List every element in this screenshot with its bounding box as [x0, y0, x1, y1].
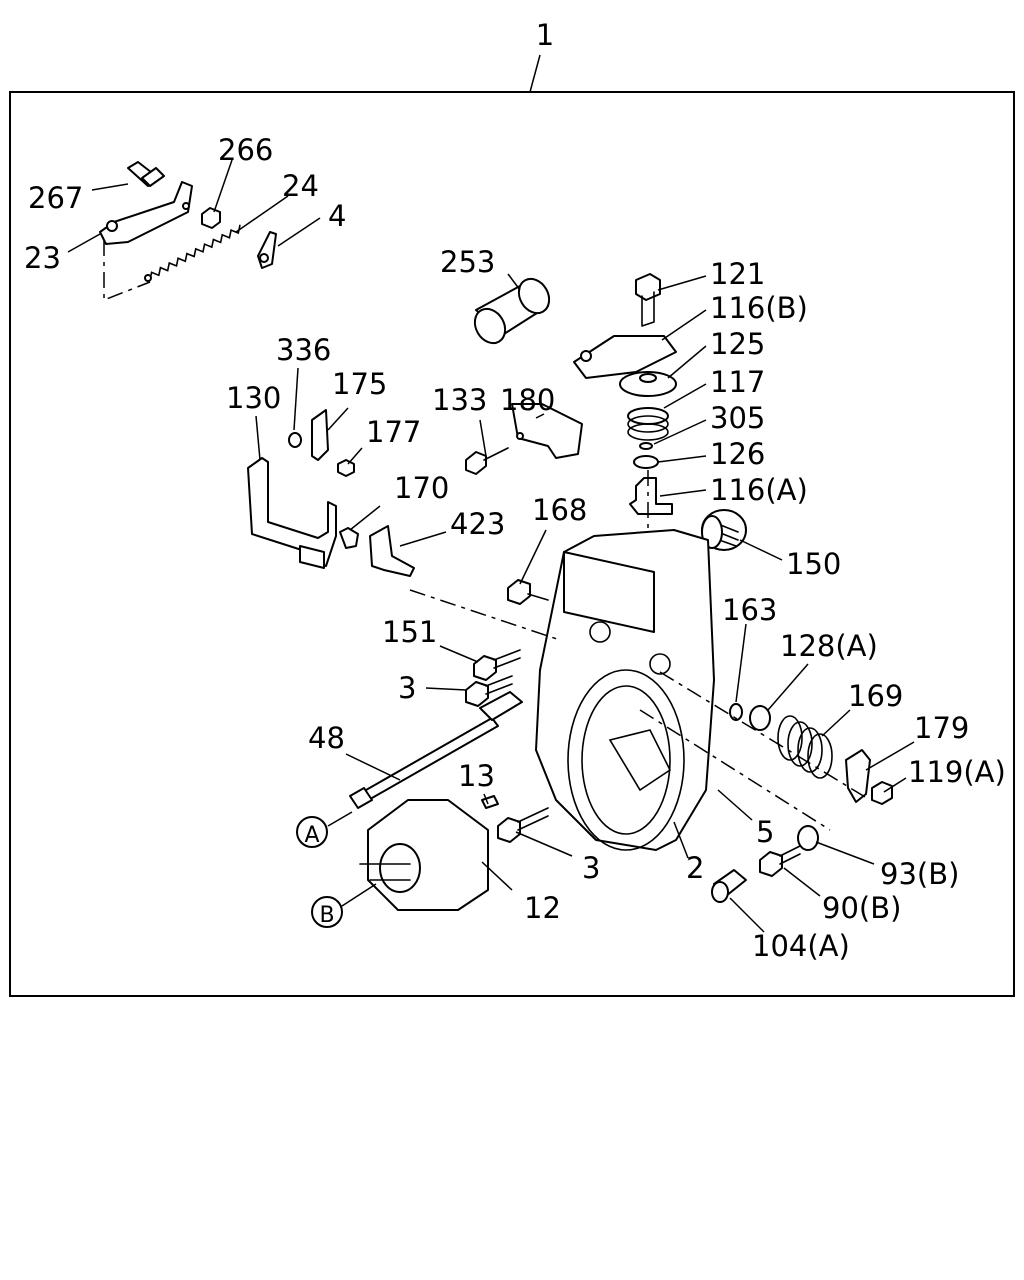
callout-150: 150 [786, 547, 841, 581]
bracket-group [247, 409, 415, 577]
callout-177: 177 [366, 415, 421, 449]
nut-266-part [201, 207, 221, 229]
clip-4-part [257, 231, 277, 269]
callout-163: 163 [722, 593, 777, 627]
linkage-group [99, 161, 277, 302]
marker-a-circle [296, 816, 328, 848]
callout-116b: 116(B) [710, 291, 808, 325]
callout-168: 168 [532, 493, 587, 527]
callout-130: 130 [226, 381, 281, 415]
callout-24: 24 [282, 169, 319, 203]
nut-119a-part [871, 781, 893, 805]
assembly-leader [529, 54, 541, 93]
bolt-90b-part [759, 851, 783, 877]
callout-305: 305 [710, 401, 765, 435]
callout-128a: 128(A) [780, 629, 878, 663]
plate-180-part [511, 403, 583, 459]
callout-12: 12 [524, 891, 561, 925]
washer-128a-part [749, 705, 771, 731]
disc-125-part [619, 371, 677, 397]
shaft-116a-part [629, 477, 673, 515]
callout-175: 175 [332, 367, 387, 401]
callout-180: 180 [500, 383, 555, 417]
callout-336: 336 [276, 333, 331, 367]
callout-121: 121 [710, 257, 765, 291]
callout-119a: 119(A) [908, 755, 1006, 789]
bolt-3a-part [465, 681, 489, 707]
governor-housing [535, 529, 715, 851]
bolt-group-151-3 [409, 589, 561, 707]
bolt-168-part [507, 579, 549, 605]
callout-5: 5 [756, 815, 774, 849]
spring-169-part [777, 715, 833, 779]
callout-253: 253 [440, 245, 495, 279]
lever-116b-part [573, 335, 677, 379]
callout-267: 267 [28, 181, 83, 215]
nut-177-part [337, 459, 355, 477]
callout-117: 117 [710, 365, 765, 399]
callout-4: 4 [328, 199, 346, 233]
governor-stack [573, 273, 677, 720]
washer-126-part [633, 455, 659, 469]
diagram-frame [9, 91, 1015, 997]
callout-90b: 90(B) [822, 891, 901, 925]
callout-151: 151 [382, 615, 437, 649]
callout-133: 133 [432, 383, 487, 417]
callout-3b: 3 [582, 851, 600, 885]
spring-170-part [339, 527, 359, 549]
callout-labels: 267 266 24 4 23 253 121 116(B) 125 117 3… [24, 133, 1006, 963]
plate-175-part [311, 409, 329, 461]
callout-125: 125 [710, 327, 765, 361]
callout-266: 266 [218, 133, 273, 167]
sleeve-253-part [473, 277, 551, 345]
bolt-3b-part [497, 807, 549, 843]
marker-b-label: B [319, 903, 334, 928]
callout-3a: 3 [398, 671, 416, 705]
callout-116a: 116(A) [710, 473, 808, 507]
cover-5-part [563, 551, 655, 633]
key-13-part [481, 795, 499, 809]
shaft-48-part [349, 691, 523, 809]
leader-lines [67, 159, 915, 933]
lever-23-part [99, 181, 193, 245]
bolt-151-part [473, 655, 497, 681]
ring-163-part [729, 703, 743, 721]
fitting-group [639, 709, 831, 903]
marker-a-label: A [304, 823, 319, 848]
marker-b-circle [311, 896, 343, 928]
callout-48: 48 [308, 721, 345, 755]
callout-423: 423 [450, 507, 505, 541]
callout-13: 13 [458, 759, 495, 793]
washer-93b-part [797, 825, 819, 851]
plate-179-part [845, 749, 871, 803]
spring-group [659, 671, 893, 805]
callout-2: 2 [686, 851, 704, 885]
callout-179: 179 [914, 711, 969, 745]
washer-336-part [288, 432, 302, 448]
ring-305-part [639, 442, 653, 450]
plate-group [465, 403, 583, 475]
weight-12-part [359, 799, 489, 911]
spring-24-part [149, 224, 241, 281]
callout-170: 170 [394, 471, 449, 505]
bracket-130-part [247, 457, 337, 567]
callout-126: 126 [710, 437, 765, 471]
pin-423-part [369, 525, 415, 577]
assembly-number-label: 1 [536, 18, 554, 52]
callout-93b: 93(B) [880, 857, 959, 891]
bolt-121-head [635, 273, 661, 301]
bolt-133-part [465, 451, 487, 475]
callout-23: 23 [24, 241, 61, 275]
callout-169: 169 [848, 679, 903, 713]
callout-104a: 104(A) [752, 929, 850, 963]
